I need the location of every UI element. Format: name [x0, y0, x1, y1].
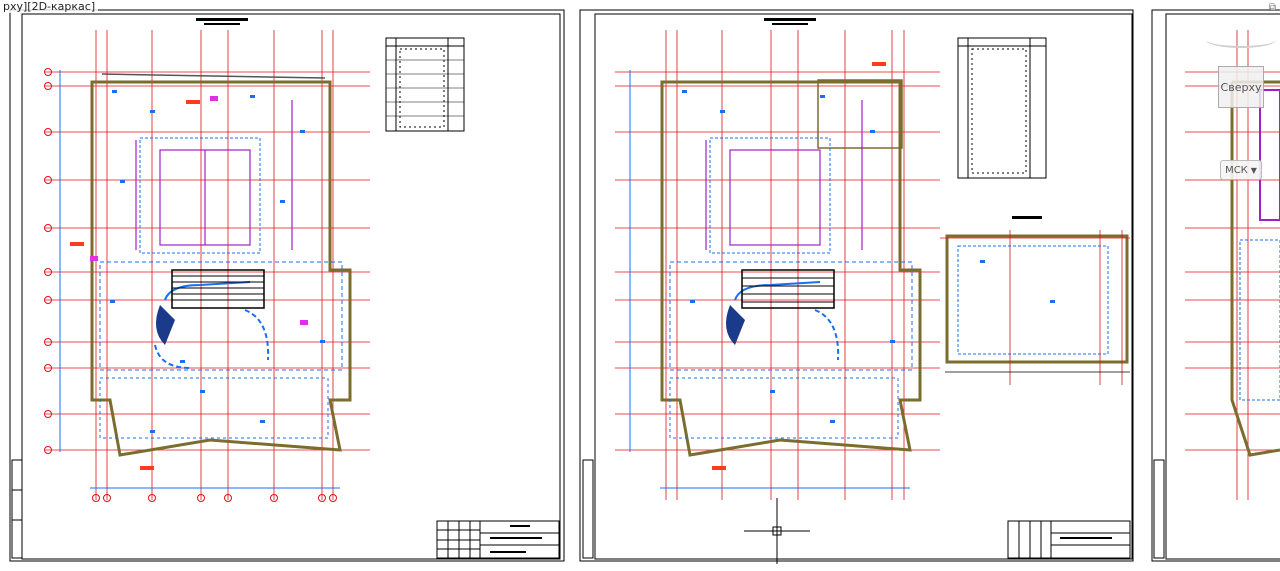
stair [156, 269, 265, 345]
sheet-2 [579, 9, 1134, 564]
title-block-2 [1007, 520, 1131, 559]
annotation-tags-2 [712, 62, 886, 470]
wcs-menu[interactable]: МСК ▼ [1220, 160, 1262, 180]
partitions-2 [705, 100, 863, 250]
partitions [135, 100, 293, 250]
viewport-label[interactable]: рху][2D-каркас] [0, 0, 99, 13]
sheet-1 [9, 9, 565, 562]
crosshair-cursor [744, 498, 810, 564]
axis-bubbles [44, 68, 337, 502]
schedule-table [385, 37, 465, 132]
title-block [436, 520, 560, 559]
viewcube-compass-ring[interactable] [1206, 32, 1276, 48]
viewcube-top-face[interactable]: Сверху [1218, 66, 1264, 108]
detail-plan [940, 216, 1130, 385]
building-walls [90, 73, 352, 457]
building-walls-2 [660, 79, 922, 457]
grid-axes-vertical-2 [665, 30, 905, 500]
dimension-lines-2 [629, 70, 913, 489]
schedule-table-2 [957, 37, 1047, 179]
dimension-tags-2 [682, 90, 1055, 423]
grid-axes-horizontal [45, 71, 370, 451]
dimension-tags [110, 90, 325, 433]
markers [90, 96, 308, 325]
wcs-label: МСК [1225, 164, 1248, 176]
dimension-lines [59, 70, 343, 489]
chevron-down-icon: ▼ [1250, 165, 1257, 175]
stair-2 [726, 269, 835, 345]
annotation-tags [70, 100, 200, 470]
window-restore-icon[interactable]: ⧉ [1268, 2, 1276, 13]
grid-axes-horizontal-2 [615, 71, 940, 451]
